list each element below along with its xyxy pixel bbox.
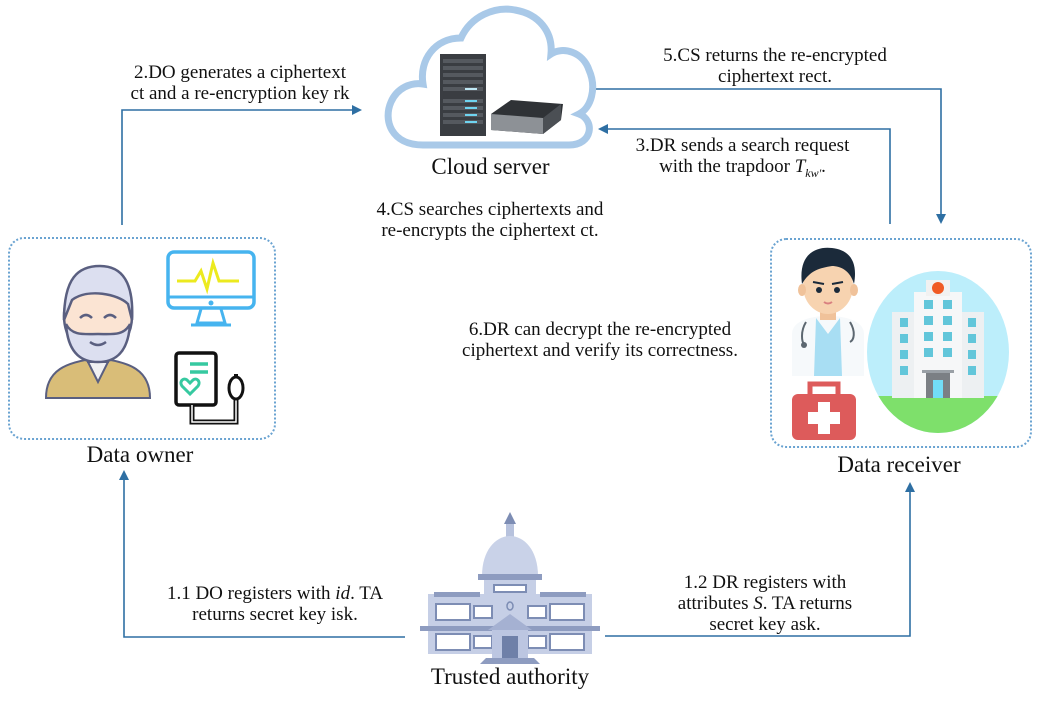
first-aid-kit-icon: [792, 381, 856, 440]
cloud-server-icon: [384, 5, 597, 149]
step6-label: 6.DR can decrypt the re-encrypted cipher…: [462, 319, 738, 361]
arrow-step1-1: [119, 470, 405, 638]
hospital-building-icon: [867, 271, 1009, 433]
arrow-step1-2: [605, 482, 915, 637]
trapdoor-symbol: T: [794, 156, 806, 177]
doctor-avatar-icon: [792, 247, 864, 376]
arrow-step5: [595, 88, 946, 224]
cloud-server-label: Cloud server: [431, 154, 550, 179]
blood-pressure-monitor-icon: [174, 351, 245, 425]
data-receiver-box: [770, 238, 1032, 448]
data-owner-box: [8, 237, 276, 440]
data-receiver-label: Data receiver: [837, 452, 961, 477]
capitol-building-icon: [420, 512, 600, 664]
step4-label: 4.CS searches ciphertexts and re-encrypt…: [376, 199, 604, 241]
heart-monitor-icon: [166, 250, 256, 327]
data-owner-label: Data owner: [86, 442, 194, 467]
server-rack-icon: [440, 54, 486, 136]
step1-1-label: 1.1 DO registers with id. TA returns sec…: [166, 583, 384, 625]
step3-label: 3.DR sends a search request with the tra…: [635, 135, 850, 180]
step5-label: 5.CS returns the re-encrypted ciphertext…: [663, 45, 887, 87]
step1-2-label: 1.2 DR registers with attributes S. TA r…: [677, 572, 853, 635]
arrow-step3: [598, 124, 891, 224]
step2-label: 2.DO generates a ciphertext ct and a re-…: [130, 62, 350, 104]
trusted-authority-label: Trusted authority: [430, 664, 590, 689]
elderly-person-avatar-icon: [44, 264, 152, 399]
arrow-step2: [121, 105, 362, 225]
server-box-icon: [491, 100, 563, 134]
